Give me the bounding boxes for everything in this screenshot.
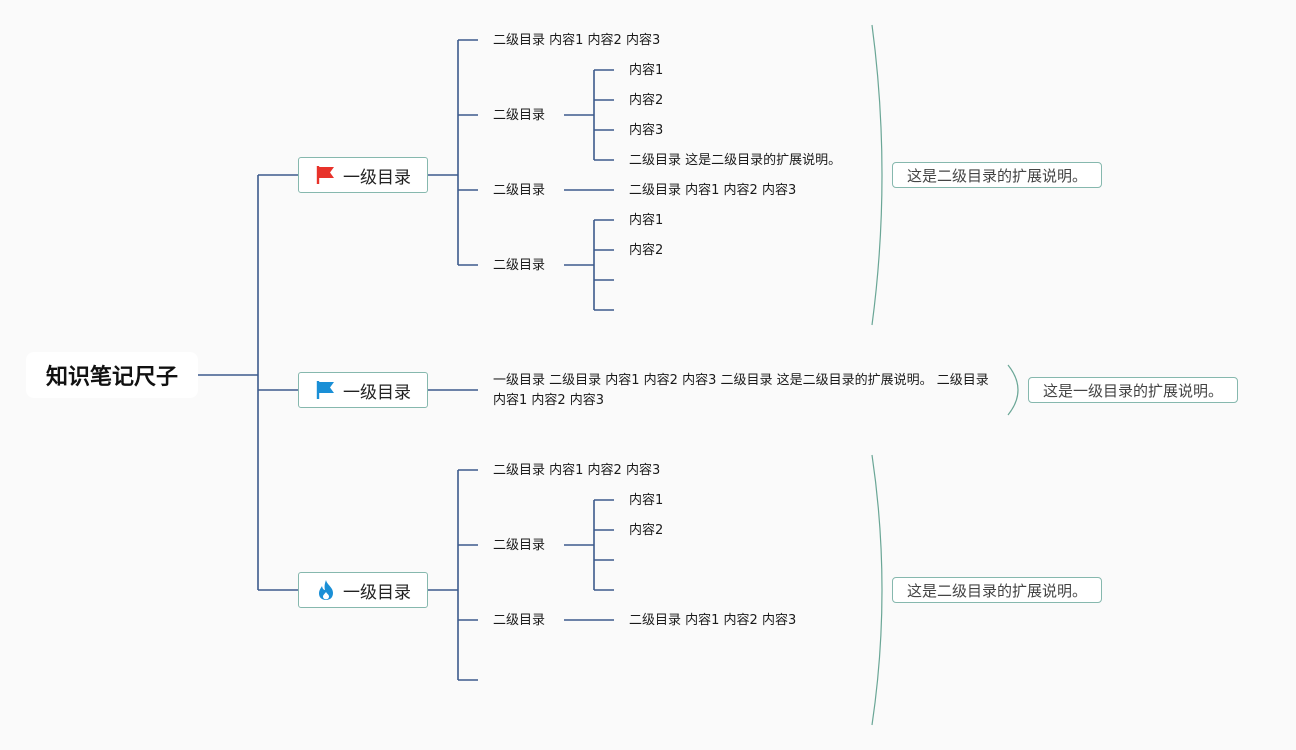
note-text: 这是一级目录的扩展说明。	[1043, 381, 1224, 400]
fire-icon	[315, 579, 337, 601]
level3-item[interactable]: 内容3	[629, 123, 664, 138]
level3-item[interactable]: 二级目录 内容1 内容2 内容3	[629, 613, 797, 628]
blue-flag-icon	[315, 379, 337, 401]
red-flag-icon	[315, 164, 337, 186]
level1-node-1[interactable]: 一级目录	[298, 157, 428, 193]
level1-label: 一级目录	[343, 167, 411, 188]
level3-item[interactable]: 内容1	[629, 493, 664, 508]
branch1-note[interactable]: 这是二级目录的扩展说明。	[892, 162, 1103, 188]
branch2-note[interactable]: 这是一级目录的扩展说明。	[1028, 377, 1239, 403]
note-text: 这是二级目录的扩展说明。	[907, 166, 1088, 185]
level2-item[interactable]: 二级目录	[493, 183, 546, 198]
level2-item[interactable]: 二级目录	[493, 258, 546, 273]
level3-item[interactable]: 内容1	[629, 213, 664, 228]
level3-item[interactable]: 内容2	[629, 93, 664, 108]
branch3-note[interactable]: 这是二级目录的扩展说明。	[892, 577, 1103, 603]
level3-item[interactable]: 内容2	[629, 523, 664, 538]
level1-summary-text[interactable]: 一级目录 二级目录 内容1 内容2 内容3 二级目录 这是二级目录的扩展说明。 …	[493, 373, 989, 408]
level2-item[interactable]: 二级目录 内容1 内容2 内容3	[493, 463, 661, 478]
level3-item[interactable]: 二级目录 这是二级目录的扩展说明。	[629, 153, 842, 168]
level3-item[interactable]: 内容2	[629, 243, 664, 258]
level3-item[interactable]: 内容1	[629, 63, 664, 78]
root-title: 知识笔记尺子	[45, 365, 178, 390]
level2-item[interactable]: 二级目录 内容1 内容2 内容3	[493, 33, 661, 48]
level1-node-2[interactable]: 一级目录	[298, 372, 428, 408]
level1-label: 一级目录	[343, 582, 411, 603]
level1-node-3[interactable]: 一级目录	[298, 572, 428, 608]
level3-item[interactable]: 二级目录 内容1 内容2 内容3	[629, 183, 797, 198]
level2-item[interactable]: 二级目录	[493, 613, 546, 628]
level1-label: 一级目录	[343, 382, 411, 403]
level2-item[interactable]: 二级目录	[493, 108, 546, 123]
root-node[interactable]: 知识笔记尺子	[26, 352, 198, 398]
level2-item[interactable]: 二级目录	[493, 538, 546, 553]
note-text: 这是二级目录的扩展说明。	[907, 581, 1088, 600]
